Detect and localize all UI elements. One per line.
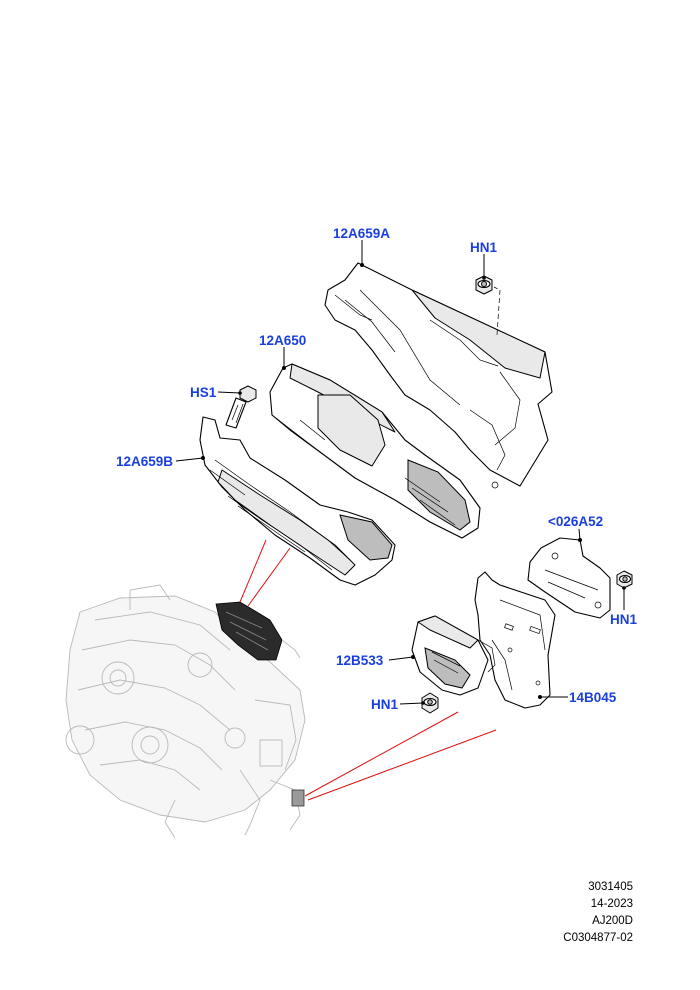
callout-026A52: <026A52 bbox=[548, 514, 603, 529]
nut-upper bbox=[475, 275, 501, 336]
callout-hs1: HS1 bbox=[190, 385, 217, 400]
control-module bbox=[411, 615, 496, 696]
callout-hn1-lower: HN1 bbox=[371, 697, 398, 712]
ecm-location-highlight bbox=[215, 601, 283, 661]
callout-12A650: 12A650 bbox=[259, 333, 306, 348]
callout-12B533: 12B533 bbox=[336, 653, 384, 668]
leader-lines bbox=[175, 240, 626, 705]
ecm-module bbox=[269, 363, 481, 539]
nut-lower bbox=[421, 692, 439, 714]
ecm-lower-cover bbox=[199, 416, 396, 586]
bolt bbox=[225, 385, 257, 429]
callout-hn1-upper: HN1 bbox=[470, 240, 497, 255]
reference-number: 3031405 bbox=[588, 881, 633, 893]
reference-block: 3031405 14-2023 AJ200D C0304877-02 bbox=[563, 879, 633, 947]
callout-hn1-right: HN1 bbox=[610, 612, 637, 627]
reference-date: 14-2023 bbox=[590, 898, 633, 910]
nut-right bbox=[616, 570, 633, 589]
callout-labels: 12A659A HN1 12A650 HS1 12A659B <026A52 H… bbox=[116, 226, 637, 712]
callout-12A659B: 12A659B bbox=[116, 454, 173, 469]
locator-lines bbox=[239, 539, 497, 801]
engine-illustration bbox=[65, 584, 306, 839]
ecm-upper-cover bbox=[324, 262, 553, 489]
callout-12A659A: 12A659A bbox=[333, 226, 390, 241]
callout-14B045: 14B045 bbox=[569, 690, 617, 705]
reference-engine-code: AJ200D bbox=[592, 915, 633, 927]
module-location-highlight bbox=[291, 789, 305, 807]
bracket-lower bbox=[474, 571, 556, 709]
reference-illustration-code: C0304877-02 bbox=[563, 932, 633, 944]
